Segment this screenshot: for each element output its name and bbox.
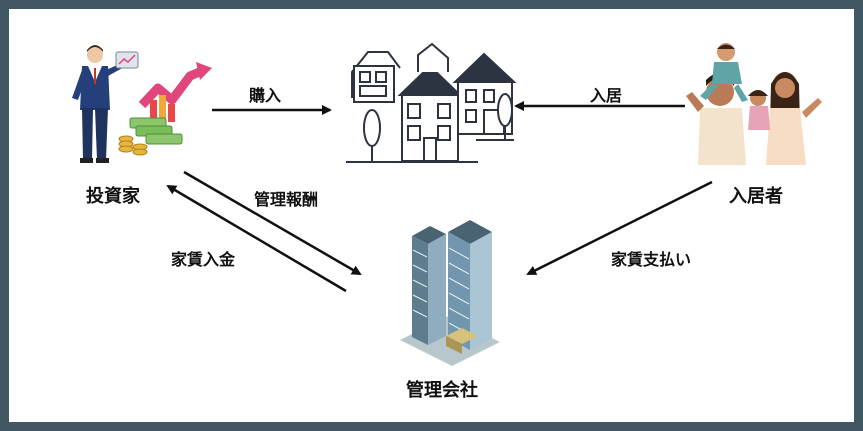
rent-payment-label: 家賃支払い bbox=[611, 250, 692, 269]
purchase-label: 購入 bbox=[249, 86, 282, 105]
houses-icon bbox=[346, 42, 517, 163]
investor-chart-icon bbox=[72, 45, 212, 163]
office-buildings-icon bbox=[400, 220, 500, 366]
family-icon bbox=[686, 43, 822, 165]
management-label: 管理会社 bbox=[406, 380, 478, 401]
investor-label: 投資家 bbox=[86, 186, 140, 207]
move-in-label: 入居 bbox=[590, 86, 623, 105]
rent-deposit-label: 家賃入金 bbox=[171, 250, 236, 269]
arrow-management-fee bbox=[183, 170, 362, 276]
management-fee-label: 管理報酬 bbox=[254, 190, 319, 209]
arrow-rent-deposit bbox=[166, 184, 347, 293]
tenant-label: 入居者 bbox=[729, 186, 783, 207]
arrow-rent-payment bbox=[526, 180, 713, 276]
